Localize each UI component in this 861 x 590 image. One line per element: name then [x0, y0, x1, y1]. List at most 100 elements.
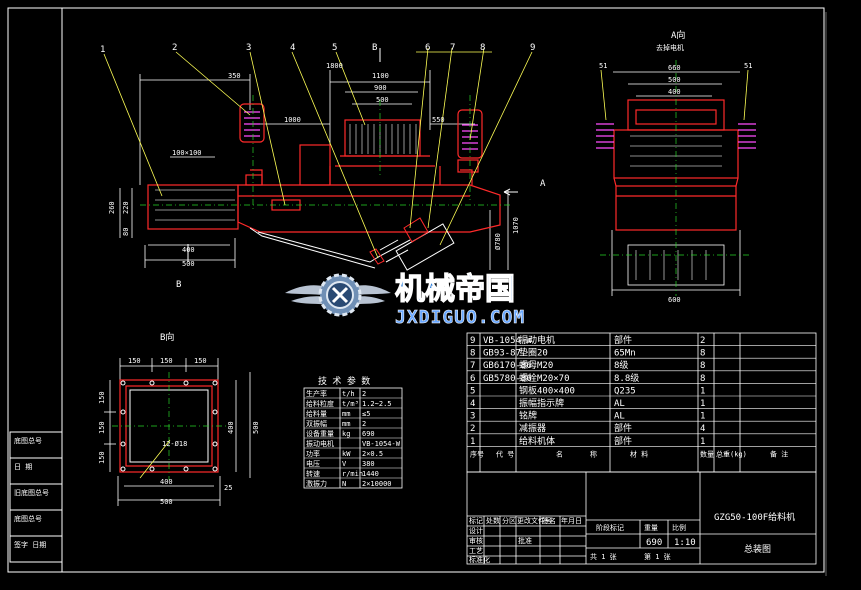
- watermark-cn: 机械帝国: [395, 272, 515, 307]
- tech-cell: 给料量: [306, 409, 327, 418]
- bom-cell: 1: [700, 386, 705, 396]
- tech-cell: 690: [362, 430, 375, 438]
- tech-params-title: 技 术 参 数: [318, 375, 370, 387]
- tb-model: GZG50-100F给料机: [714, 511, 795, 523]
- dim-1070: 1070: [512, 217, 520, 234]
- bom-cell: 8: [700, 374, 705, 384]
- tech-cell: 双振幅: [306, 419, 327, 428]
- dim-500c: 500: [668, 76, 681, 84]
- bom-header-cell: 总重(kg): [716, 449, 747, 458]
- bom-cell: 8: [470, 349, 475, 359]
- tb-h-2: 分区: [502, 516, 516, 525]
- tech-cell: V: [342, 460, 347, 468]
- bom-cell: 5: [470, 386, 475, 396]
- tb-stage-1: 重量: [644, 524, 658, 532]
- gear-icon: [318, 273, 362, 317]
- callout-5: 5: [332, 43, 337, 53]
- dim-900: 900: [374, 84, 387, 92]
- tech-cell: 1.2~2.5: [362, 400, 392, 408]
- b-dim-500b: 500: [160, 498, 173, 506]
- bom-cell: 部件: [614, 435, 632, 447]
- bom-cell: 减振器: [519, 422, 546, 434]
- tech-cell: t/h: [342, 390, 355, 398]
- bom-cell: 1: [700, 412, 705, 422]
- dim-500b: 500: [182, 260, 195, 268]
- left-strip-2: 旧底图总号: [14, 488, 49, 497]
- arrow-b-top-label: B: [372, 43, 377, 53]
- bom-cell: 7: [470, 361, 475, 371]
- bom-header-cell: 材 料: [630, 449, 648, 458]
- arrow-a-label: A: [540, 179, 546, 189]
- left-strip-table: [9, 431, 63, 563]
- bom-cell: 2: [700, 336, 705, 346]
- tech-cell: 电压: [306, 459, 320, 468]
- b-dim-150c: 150: [194, 357, 207, 365]
- bom-header-cell: 代 号: [496, 449, 514, 458]
- tech-cell: VB-1054-W: [362, 440, 401, 448]
- side-view-a: [596, 60, 756, 296]
- watermark-logo: 机械帝国 JXDIGUO.COM: [285, 271, 525, 327]
- bom-cell: GB6170-86: [483, 361, 532, 371]
- tb-sheet: 共 1 张: [590, 552, 617, 561]
- bom-cell: GB5780-86: [483, 374, 532, 384]
- callout-6: 6: [425, 43, 430, 53]
- left-strip-3: 底图总号: [14, 514, 42, 523]
- tech-cell: N: [342, 480, 346, 488]
- bom-cell: 65Mn: [614, 349, 636, 359]
- tb-h-1: 处数: [486, 516, 500, 525]
- left-strip-1: 日 期: [14, 463, 32, 471]
- b-dim-holes: 12-Ø18: [162, 440, 187, 448]
- callout-2: 2: [172, 43, 177, 53]
- b-dim-400a: 400: [227, 421, 235, 434]
- arrow-b-bottom-label: B: [176, 280, 181, 290]
- bom-cell: 4: [700, 424, 705, 434]
- tb-stage-2: 比例: [672, 523, 686, 532]
- dim-1000: 1000: [284, 116, 301, 124]
- tech-cell: 生产率: [306, 389, 327, 398]
- bom-cell: 4: [470, 399, 475, 409]
- bom-cell: AL: [614, 412, 625, 422]
- tech-cell: 2: [362, 390, 366, 398]
- dim-500a: 500: [376, 96, 389, 104]
- bom-cell: 8: [700, 349, 705, 359]
- b-dim-500a: 500: [252, 421, 260, 434]
- tech-cell: kW: [342, 450, 351, 458]
- bom-cell: 钢板400×400: [519, 384, 575, 396]
- tech-cell: 设备重量: [306, 429, 334, 438]
- dim-51b: 51: [744, 62, 752, 70]
- dim-600: 600: [668, 296, 681, 304]
- bom-cell: 螺栓M20×70: [519, 372, 570, 384]
- tech-cell: 转速: [306, 469, 320, 478]
- bom-cell: 铭牌: [519, 410, 537, 422]
- b-dim-150f: 150: [98, 451, 106, 464]
- tb-stage-0: 阶段标记: [596, 523, 624, 532]
- title-block: [466, 471, 817, 565]
- callout-3: 3: [246, 43, 251, 53]
- dim-350: 350: [228, 72, 241, 80]
- section-a-arrow: [503, 188, 518, 196]
- bom-cell: 3: [470, 412, 475, 422]
- tb-sheet-of: 第 1 张: [644, 552, 671, 561]
- callout-9: 9: [530, 43, 535, 53]
- tech-cell: 激振力: [306, 479, 327, 488]
- plan-view-b: [104, 358, 251, 506]
- tb-drawing-name: 总装图: [744, 543, 771, 555]
- bom-header-cell: 数量: [700, 449, 714, 458]
- tech-cell: 2: [362, 420, 366, 428]
- bom-header-cell: 名: [556, 449, 563, 458]
- dim-400a: 400: [182, 246, 195, 254]
- tb-role-2: 工艺: [469, 547, 483, 555]
- left-strip-0: 底图总号: [14, 436, 42, 445]
- bom-cell: 8.8级: [614, 372, 639, 384]
- watermark-en: JXDIGUO.COM: [395, 307, 525, 327]
- bom-cell: 部件: [614, 422, 632, 434]
- tech-cell: 给料粒度: [306, 399, 334, 408]
- b-dim-400b: 400: [160, 478, 173, 486]
- dim-550: 550: [432, 116, 445, 124]
- bom-header-cell: 备 注: [770, 449, 788, 458]
- dim-260: 260: [108, 201, 116, 214]
- tech-cell: 380: [362, 460, 375, 468]
